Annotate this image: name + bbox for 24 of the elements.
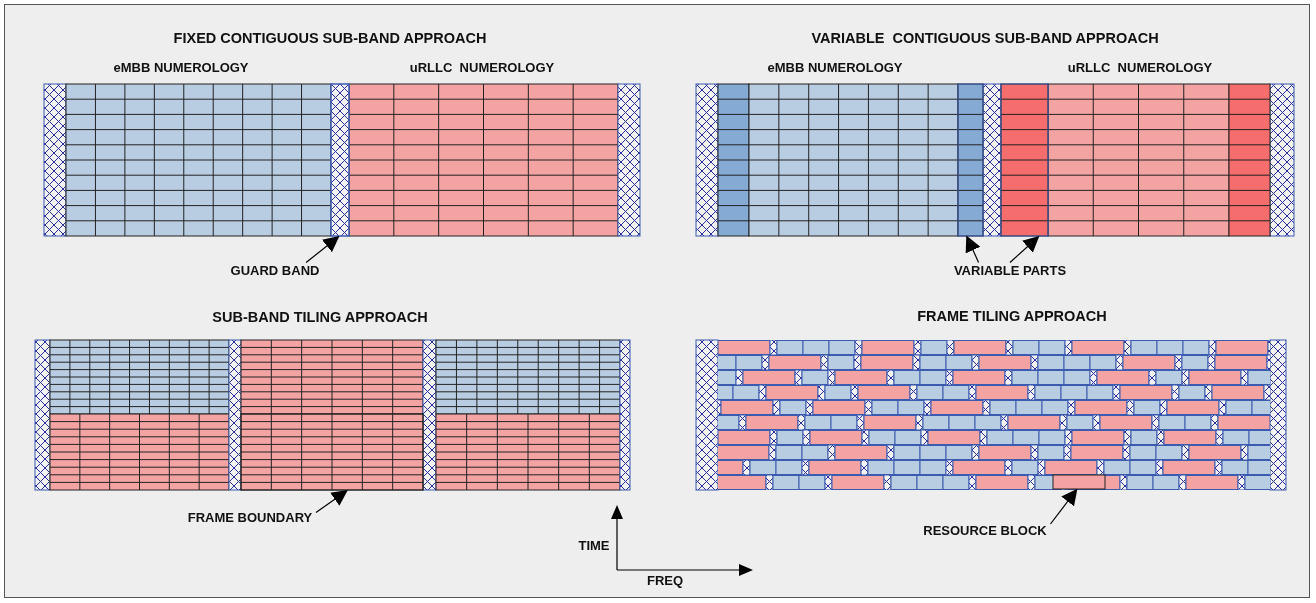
axis-label: TIME — [578, 537, 610, 553]
leader-arrow — [965, 235, 981, 264]
panel-title: FRAME TILING APPROACH — [917, 308, 1107, 324]
leader-arrow — [1049, 488, 1078, 525]
variable-part-column — [958, 84, 983, 236]
leader-arrow — [315, 490, 348, 514]
numerology-label: eMBB NUMEROLOGY — [113, 59, 249, 75]
guard-band — [331, 84, 349, 236]
resource-block — [1053, 475, 1105, 489]
leader-label: RESOURCE BLOCK — [923, 522, 1047, 538]
leader-label: VARIABLE PARTS — [953, 262, 1067, 278]
frame-tile — [241, 414, 423, 490]
panel-title: VARIABLE CONTIGUOUS SUB-BAND APPROACH — [811, 30, 1159, 46]
panel-title: SUB-BAND TILING APPROACH — [212, 309, 428, 325]
variable-part-column — [1001, 84, 1048, 236]
leader-label: GUARD BAND — [230, 262, 320, 278]
leader-arrow — [305, 236, 340, 264]
numerology-label: uRLLC NUMEROLOGY — [1067, 59, 1213, 75]
numerology-label: eMBB NUMEROLOGY — [767, 59, 903, 75]
numerology-label: uRLLC NUMEROLOGY — [409, 59, 555, 75]
leader-label: FRAME BOUNDARY — [187, 509, 313, 525]
axis-label: FREQ — [646, 572, 684, 588]
leader-arrow — [1009, 235, 1040, 264]
panel-title: FIXED CONTIGUOUS SUB-BAND APPROACH — [173, 30, 487, 46]
